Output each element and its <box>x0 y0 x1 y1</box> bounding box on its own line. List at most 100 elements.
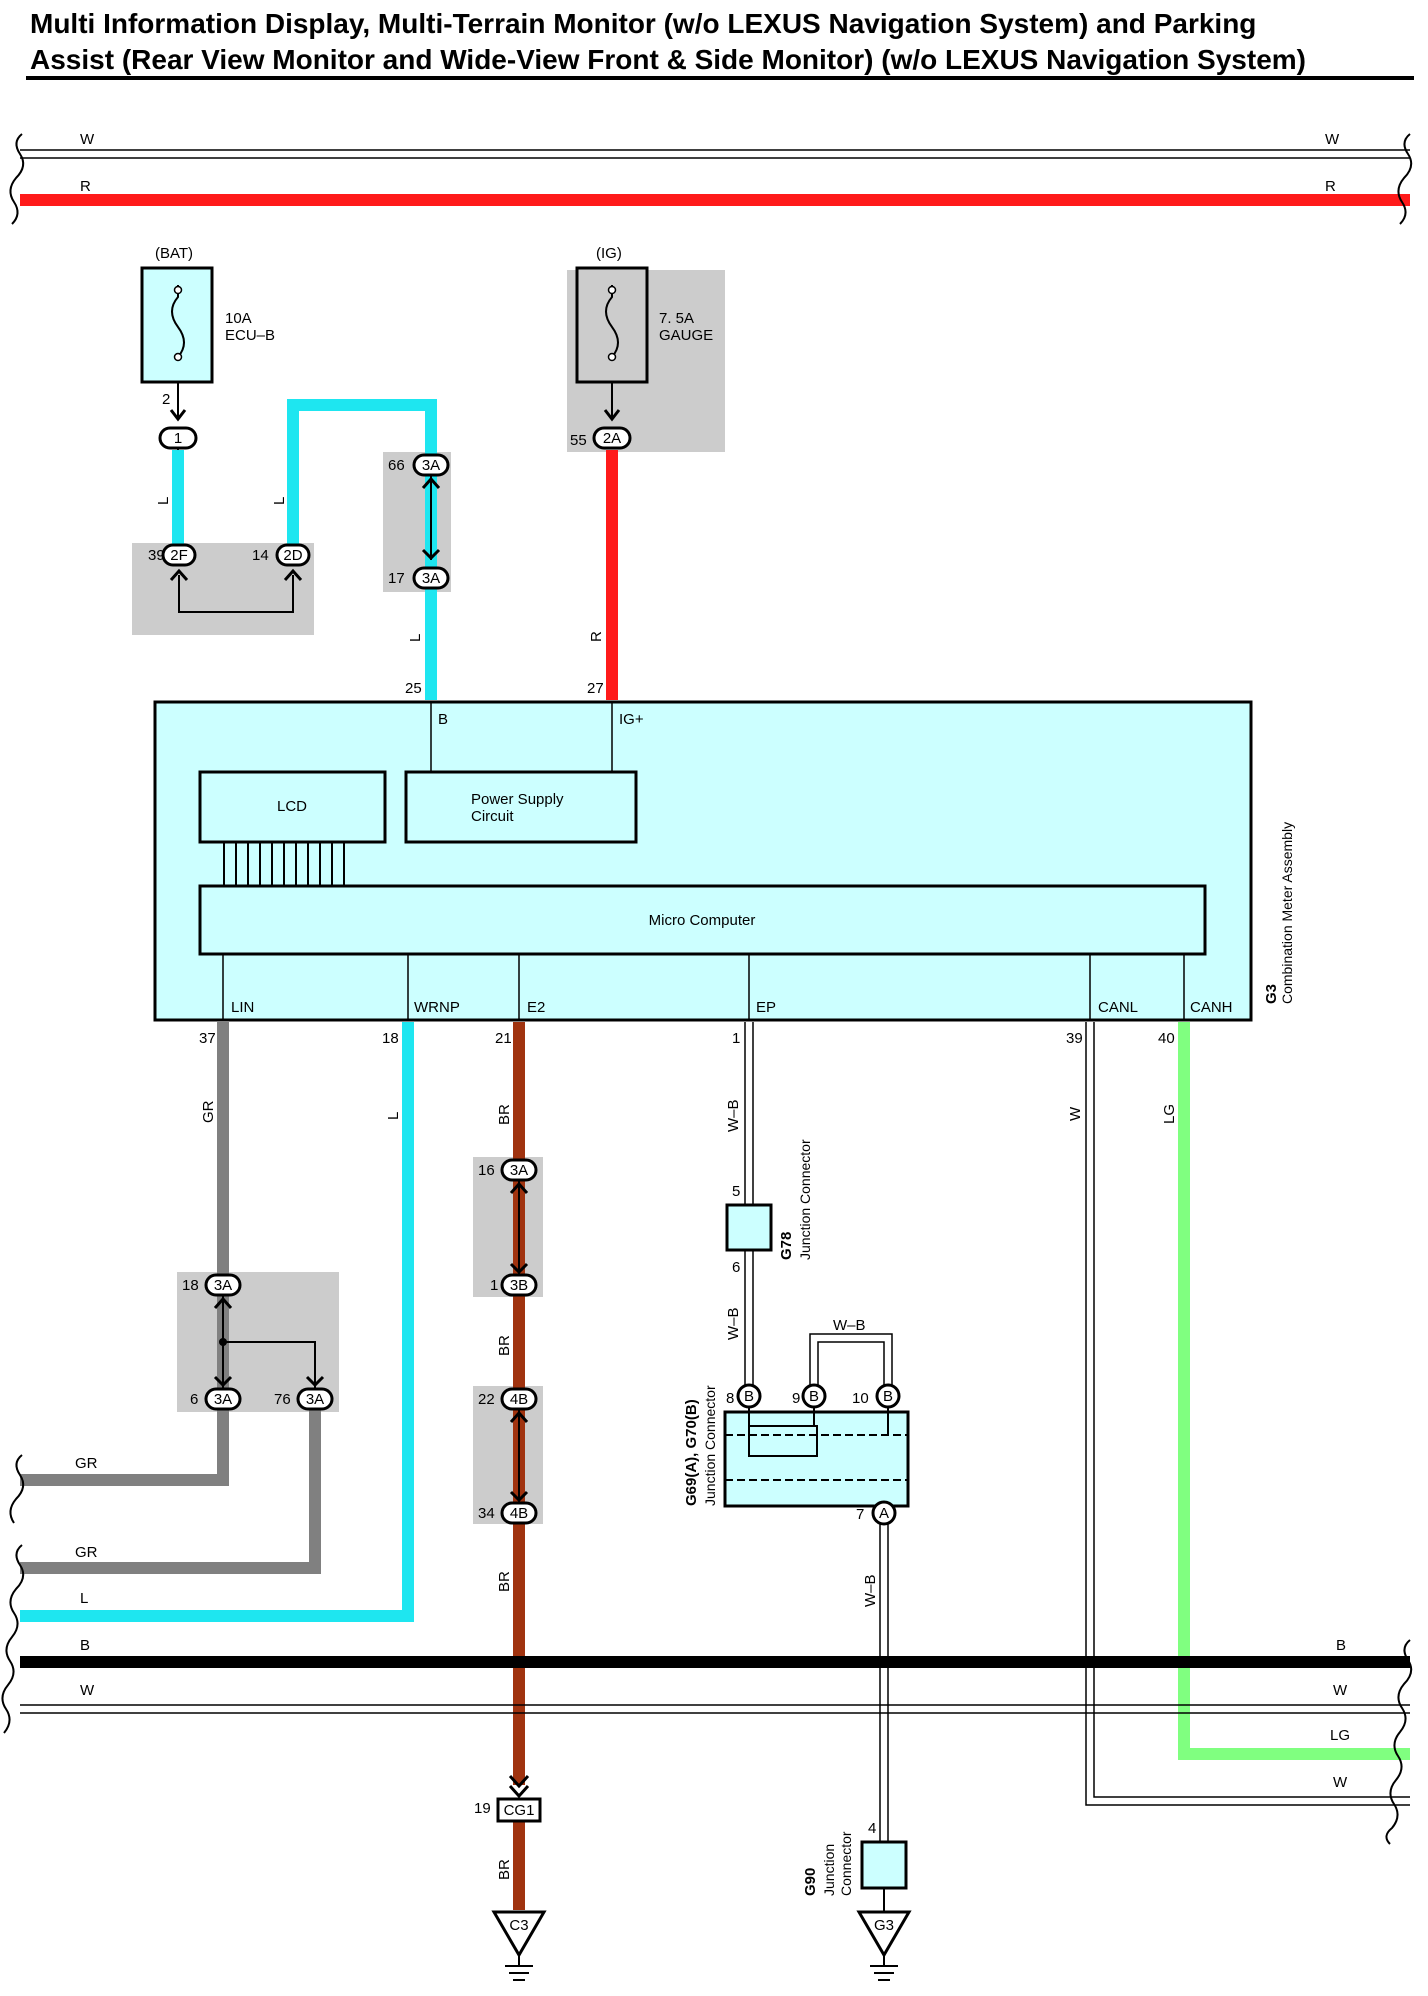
bottom-bus: GR GR L B B W W LG W <box>1 1454 1413 1845</box>
wire-label-l-2d: L <box>271 497 288 505</box>
pin-39: 39 <box>1066 1030 1083 1047</box>
pin-40: 40 <box>1158 1030 1175 1047</box>
junction-connector-g90: 4 G90 Junction Connector G3 <box>802 1820 912 1981</box>
wire-label-br-mid: BR <box>496 1335 513 1356</box>
svg-text:16: 16 <box>478 1162 495 1179</box>
junction-connector-g69: W–B 8 9 10 B B B 7 A G69(A), G70(B) Junc… <box>683 1317 910 1607</box>
wire-gr-branch <box>20 1395 321 1574</box>
lcd-label: LCD <box>277 798 307 815</box>
wire-l-wrnp <box>20 1022 414 1622</box>
svg-text:3A: 3A <box>422 570 440 587</box>
g78-body <box>725 1203 773 1252</box>
g78-name: Junction Connector <box>797 1139 813 1260</box>
connector-1-label: 1 <box>174 430 182 447</box>
g90-code: G90 <box>802 1868 819 1896</box>
psc-label-2: Circuit <box>471 808 514 825</box>
fuse-bat-pin: 2 <box>162 391 170 408</box>
wire-label-wb-2: W–B <box>725 1307 742 1340</box>
ground-g3-icon <box>856 1910 912 1958</box>
bus-gr2-label: GR <box>75 1544 98 1561</box>
wire-label-br: BR <box>496 1104 513 1125</box>
fuse-ig-amp: 7. 5A <box>659 310 694 327</box>
connector-3a-6 <box>204 1387 242 1411</box>
connector-cg1 <box>496 1797 542 1823</box>
pin-18: 18 <box>382 1030 399 1047</box>
micro-computer-block <box>198 884 1207 956</box>
power-supply-block <box>404 770 638 844</box>
svg-text:B: B <box>744 1388 754 1405</box>
diagram-title: Multi Information Display, Multi-Terrain… <box>30 6 1410 78</box>
wire-label-l-wrnp: L <box>385 1112 402 1120</box>
connector-3b-1 <box>500 1273 538 1297</box>
g69-name: Junction Connector <box>702 1385 718 1506</box>
g69-pin-out: 7 <box>856 1506 864 1523</box>
svg-text:3A: 3A <box>214 1277 232 1294</box>
connector-3a-76 <box>296 1387 334 1411</box>
wire-label-lg: LG <box>1161 1104 1178 1124</box>
title-line-2: Assist (Rear View Monitor and Wide-View … <box>30 44 1306 75</box>
svg-text:66: 66 <box>388 457 405 474</box>
connector-2a <box>592 426 632 450</box>
bus-gr1-label: GR <box>75 1455 98 1472</box>
connector-1 <box>158 426 198 450</box>
wire-label-wb-3: W–B <box>862 1574 879 1607</box>
wire-label-l-bat: L <box>155 497 172 505</box>
svg-text:B: B <box>809 1388 819 1405</box>
g90-name-2: Connector <box>838 1831 854 1896</box>
svg-text:CG1: CG1 <box>504 1802 535 1819</box>
lcd-data-lines <box>223 842 345 886</box>
meter-pin-b: 25 <box>405 680 422 697</box>
junction-2f-2d: 39 2F 14 2D L <box>148 497 311 613</box>
svg-text:9: 9 <box>792 1390 800 1407</box>
term-canh: CANH <box>1190 999 1233 1016</box>
svg-text:1: 1 <box>490 1277 498 1294</box>
svg-text:3A: 3A <box>214 1391 232 1408</box>
wire-label-br-low: BR <box>496 1571 513 1592</box>
ground-g3-label: G3 <box>874 1917 894 1934</box>
junction-connector-g78: 5 6 G78 Junction Connector W–B <box>725 1139 813 1340</box>
break-mark-left <box>9 133 25 225</box>
term-canl: CANL <box>1098 999 1138 1016</box>
g78-pin-out: 6 <box>732 1259 740 1276</box>
svg-text:18: 18 <box>182 1277 199 1294</box>
title-line-1: Multi Information Display, Multi-Terrain… <box>30 8 1257 39</box>
connector-4b-34 <box>500 1501 538 1525</box>
svg-text:4B: 4B <box>510 1505 528 1522</box>
bus-w-label-left: W <box>80 131 95 148</box>
wire-w-canl <box>1085 1022 1410 1806</box>
g78-pin-in: 5 <box>732 1183 740 1200</box>
svg-text:17: 17 <box>388 570 405 587</box>
connector-2d <box>275 543 311 567</box>
meter-pin-ig: 27 <box>587 680 604 697</box>
ground-c3-icon <box>491 1910 547 1958</box>
svg-text:34: 34 <box>478 1505 495 1522</box>
junction-4b: 22 4B 34 4B BR <box>478 1387 538 1592</box>
wire-label-wb: W–B <box>725 1099 742 1132</box>
g78-code: G78 <box>778 1232 795 1260</box>
fuse-bat-name: ECU–B <box>225 327 275 344</box>
connector-2a-label: 2A <box>603 430 621 447</box>
svg-text:10: 10 <box>852 1390 869 1407</box>
svg-text:8: 8 <box>726 1390 734 1407</box>
junction-3a-top: 66 3A 17 3A L <box>388 453 450 642</box>
svg-text:3A: 3A <box>306 1391 324 1408</box>
wire-wb-bridge <box>809 1333 893 1385</box>
fuse-ig-supply: (IG) <box>596 245 622 262</box>
fuse-icon <box>171 285 185 360</box>
fuse-ig-pin: 55 <box>570 432 587 449</box>
wire-gr-lin <box>20 1022 229 1486</box>
wire-label-l-b: L <box>407 634 424 642</box>
title-underline <box>26 76 1414 80</box>
meter-term-ig: IG+ <box>619 711 644 728</box>
ground-c3-label: C3 <box>509 1917 528 1934</box>
term-lin: LIN <box>231 999 254 1016</box>
break-mark-right <box>1397 133 1413 225</box>
bus-r-label-right: R <box>1325 178 1336 195</box>
pin-1: 1 <box>732 1030 740 1047</box>
wire-lg-canh <box>1178 1022 1410 1760</box>
fuse-bat-amp: 10A <box>225 310 252 327</box>
junction-3a-gr: 18 3A 6 3A 76 3A <box>182 1273 334 1411</box>
svg-text:76: 76 <box>274 1391 291 1408</box>
g90-pin: 4 <box>868 1820 876 1837</box>
